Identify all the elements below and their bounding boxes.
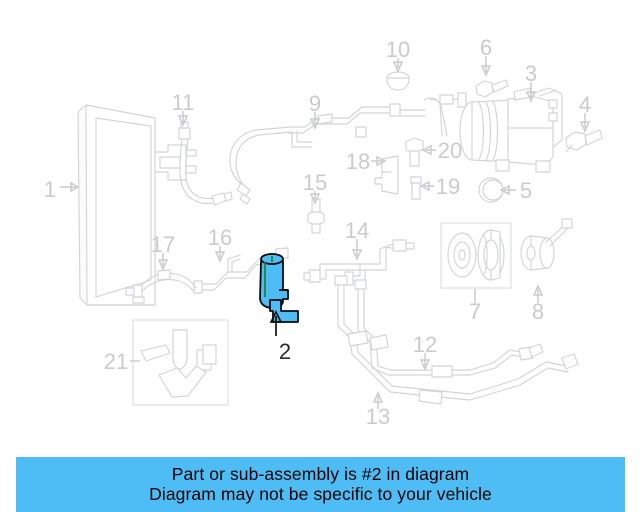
callout-label-7: 7 xyxy=(469,299,481,324)
part-7-clutch-group xyxy=(440,222,512,289)
callout-label-10: 10 xyxy=(386,37,410,62)
callout-label-12: 12 xyxy=(413,332,437,357)
callout-leaders xyxy=(60,56,591,409)
callout-label-14: 14 xyxy=(345,218,369,243)
callout-label-1: 1 xyxy=(44,177,56,202)
callout-label-6: 6 xyxy=(480,35,492,60)
callout-label-11: 11 xyxy=(172,90,195,115)
part-5-oring xyxy=(478,177,504,203)
callout-label-21: 21 xyxy=(104,349,128,374)
part-19-pin xyxy=(410,176,422,200)
banner-line-part-number: Part or sub-assembly is #2 in diagram xyxy=(171,463,470,484)
part-8-coil xyxy=(520,218,573,271)
info-banner: Part or sub-assembly is #2 in diagram Di… xyxy=(16,457,625,512)
part-17-hose xyxy=(125,269,197,304)
part-6-bolt xyxy=(475,79,509,98)
callout-label-13: 13 xyxy=(366,404,390,429)
callout-label-19: 19 xyxy=(436,174,460,199)
part-3-compressor xyxy=(459,87,563,173)
banner-line-disclaimer: Diagram may not be specific to your vehi… xyxy=(149,483,492,504)
tube-bracket xyxy=(423,92,467,137)
callout-label-16: 16 xyxy=(208,225,232,250)
part-12-hose xyxy=(357,287,544,378)
part-4-bolt xyxy=(565,129,603,153)
part-15-valve xyxy=(307,198,325,234)
callout-label-17: 17 xyxy=(151,232,175,257)
part-21-clips-group xyxy=(132,319,229,406)
callout-label-20: 20 xyxy=(438,138,462,163)
callout-label-18: 18 xyxy=(346,149,370,174)
part-18-bracket xyxy=(374,155,399,195)
part-1-condenser xyxy=(77,104,197,306)
part-14-line xyxy=(303,239,415,286)
part-20-bolt xyxy=(405,137,424,167)
callout-label-4: 4 xyxy=(579,92,591,117)
part-13-hose xyxy=(334,275,579,405)
callout-label-8: 8 xyxy=(532,299,544,324)
part-2-accumulator-highlighted[interactable] xyxy=(259,253,299,323)
callout-label-5: 5 xyxy=(520,178,532,203)
part-10-grommet xyxy=(386,71,410,91)
part-11-hose xyxy=(178,121,233,206)
callout-label-15: 15 xyxy=(303,170,327,195)
part-9-hose-assembly xyxy=(229,103,426,205)
callout-label-3: 3 xyxy=(525,61,537,86)
callout-label-9: 9 xyxy=(309,91,321,116)
callout-label-2: 2 xyxy=(279,339,291,364)
